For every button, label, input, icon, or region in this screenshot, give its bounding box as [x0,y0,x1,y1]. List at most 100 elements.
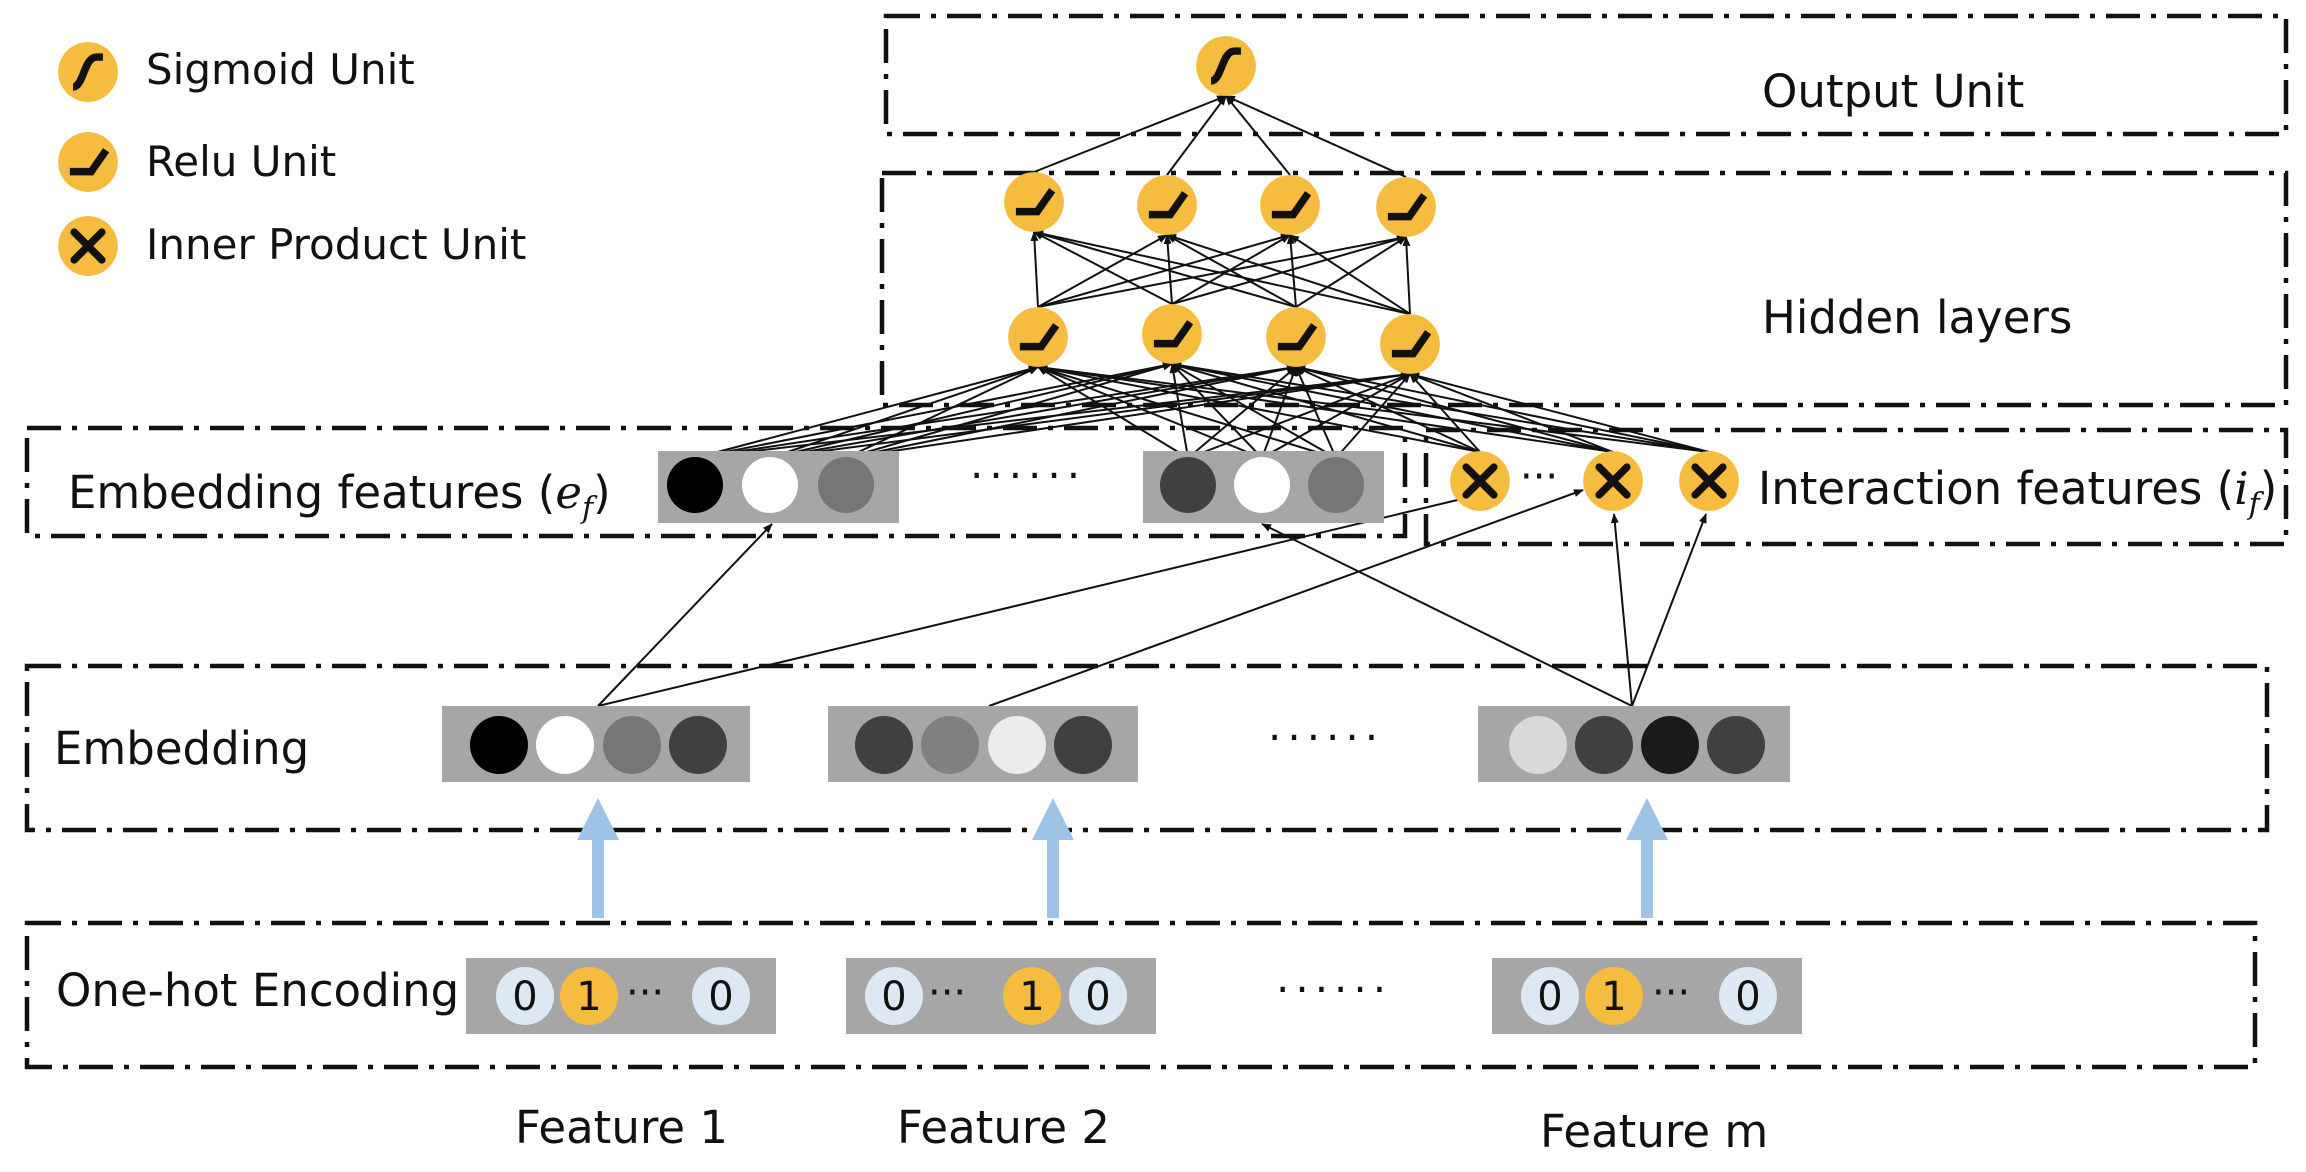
embedding-features-close: ) [593,466,611,519]
one-hot-value: 1 [1601,974,1626,1020]
interaction-features-close: ) [2260,462,2278,515]
hidden-layers-label: Hidden layers [1762,291,2072,344]
connection-line [1409,373,1614,453]
feature-label-1: Feature 1 [515,1101,728,1154]
connection-line [694,365,1039,459]
embedding-dot [1509,716,1567,774]
connection-line [1037,364,1614,453]
embedding-dot [988,716,1046,774]
embedding-dot [855,716,913,774]
connection-line [1402,236,1411,315]
embedding-features-dot [818,457,874,513]
connection-line [1163,234,1173,305]
relu-unit-h1-3 [1266,307,1326,367]
interaction-features-text: Interaction features ( [1758,462,2234,515]
connection-line [1631,513,1707,707]
embedding-layer-label: Embedding [54,722,309,775]
legend: Sigmoid Unit Relu Unit Inner Product Uni… [58,42,526,276]
one-hot-ellipsis: ··· [1652,970,1690,1016]
connection-line [1033,230,1411,315]
connection-line [1261,373,1411,459]
relu-unit-h2-1 [1004,172,1064,232]
embedding-features-dot [1160,457,1216,513]
connection-line [1030,231,1039,308]
embedding-features-dot [1234,457,1290,513]
interaction-ellipsis: ··· [1520,454,1558,500]
relu-unit-h2-3 [1260,175,1320,235]
feature-label-2: Feature 2 [897,1101,1110,1154]
connection-line [1171,362,1481,453]
inner-product-unit-2 [1583,451,1643,511]
up-arrow-feature-m [1626,798,1668,918]
embedding-features-dot [667,457,723,513]
one-hot-value: 0 [512,974,537,1020]
one-hot-value: 0 [1537,974,1562,1020]
connection-line [1037,234,1168,308]
interaction-features-label: Interaction features (if) [1758,462,2277,522]
relu-unit-h1-2 [1142,304,1202,364]
one-hot-zero-cell [1521,967,1579,1025]
one-hot-one-cell [1585,967,1643,1025]
connection-line [597,523,773,707]
sigmoid-unit-icon [58,42,118,102]
connection-line [1225,95,1407,178]
connection-line [1166,95,1227,176]
connection-line [1037,364,1481,453]
one-hot-value: 0 [708,974,733,1020]
output-layer-box [883,13,2289,137]
one-hot-zero-cell [1069,967,1127,1025]
embedding-features-dot [742,457,798,513]
connection-line [1033,230,1297,308]
connection-line [1409,372,1710,453]
relu-unit-h2-2 [1137,175,1197,235]
connection-lines [597,95,1710,707]
connection-line [597,494,1475,707]
connection-line [1166,233,1411,315]
connection-line [769,364,1297,459]
connection-line [1037,365,1337,459]
embedding-dot [1707,716,1765,774]
connection-line [1610,513,1633,707]
embedding-features-dot [1308,457,1364,513]
connection-line [1037,366,1189,459]
embedding-dot [1575,716,1633,774]
one-hot-value: 1 [576,974,601,1020]
relu-unit-h1-4 [1380,314,1440,374]
connection-line [1171,363,1337,459]
connection-line [1171,235,1407,305]
one-hot-ellipsis: ··· [626,970,664,1016]
connection-line [1295,236,1407,308]
embedding-layer-box [24,663,2270,833]
connection-line [694,364,1297,459]
embedding-dot [603,716,661,774]
connection-line [1033,95,1227,173]
connection-line [1225,95,1291,176]
connection-line [1295,364,1710,453]
connection-line [1295,366,1337,459]
sigmoid-output-unit [1196,36,1256,96]
connection-line [1286,234,1297,308]
legend-sigmoid-label: Sigmoid Unit [146,45,415,94]
embedding-features-var: e [555,466,582,519]
connection-line [1295,366,1481,453]
up-arrow-feature-2 [1032,798,1074,918]
connection-line [1171,363,1263,459]
one-hot-value: 0 [1735,974,1760,1020]
connection-line [1409,373,1481,453]
one-hot-zero-cell [1719,967,1777,1025]
relu-unit-icon [58,132,118,192]
one-hot-zero-cell [865,967,923,1025]
embedding-features-box [24,425,1408,539]
one-hot-ellipsis-between: ······ [1276,965,1392,1014]
inner-product-unit-1 [1450,451,1510,511]
connection-line [845,366,1039,459]
connection-line [1037,233,1291,308]
one-hot-one-cell [1003,967,1061,1025]
hidden-layers-box [879,170,2289,408]
connection-line [845,364,1297,459]
connection-line [1171,361,1614,453]
one-hot-zero-cell [692,967,750,1025]
up-arrow-feature-1 [577,798,619,918]
connection-line [1171,234,1291,305]
one-hot-value: 1 [1019,974,1044,1020]
